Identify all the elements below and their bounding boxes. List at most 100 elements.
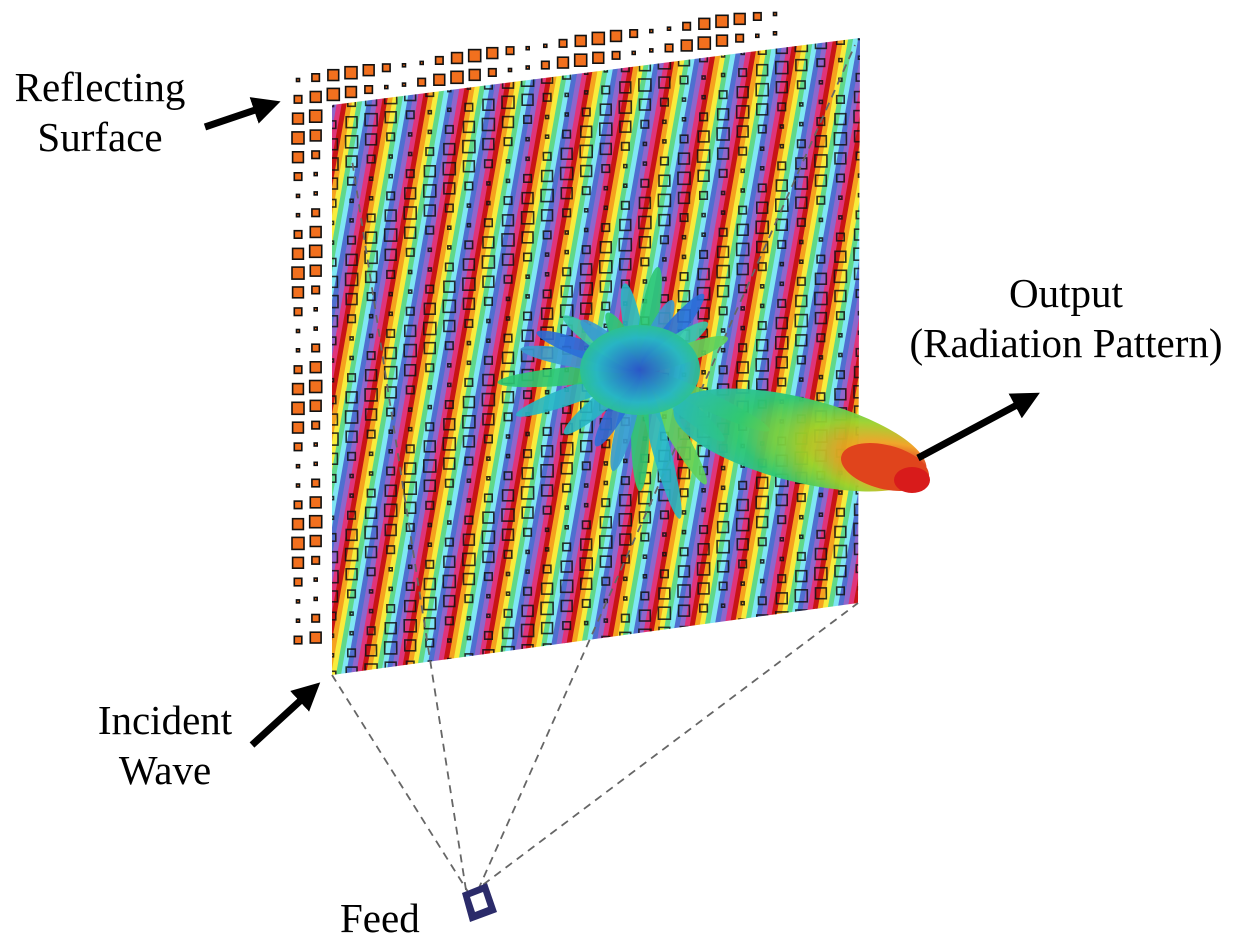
unit-cell xyxy=(857,585,860,591)
unit-cell xyxy=(679,625,689,635)
unit-cell xyxy=(313,442,319,447)
unit-cell xyxy=(501,528,515,541)
unit-cell xyxy=(622,183,628,188)
unit-cell xyxy=(522,527,533,537)
unit-cell xyxy=(364,270,378,284)
unit-cell xyxy=(720,465,726,471)
unit-cell xyxy=(349,198,354,204)
unit-cell xyxy=(345,528,358,542)
unit-cell xyxy=(417,77,427,87)
unit-cell xyxy=(701,212,706,218)
unit-cell xyxy=(603,618,609,623)
unit-cell xyxy=(754,33,760,39)
unit-cell xyxy=(450,51,464,65)
unit-cell xyxy=(573,53,588,68)
unit-cell xyxy=(798,121,804,127)
unit-cell xyxy=(332,275,339,289)
unit-cell xyxy=(291,382,305,396)
unit-cell xyxy=(501,489,515,502)
unit-cell xyxy=(662,257,667,262)
unit-cell xyxy=(291,266,305,280)
unit-cell xyxy=(332,157,339,171)
unit-cell xyxy=(579,125,593,138)
unit-cell xyxy=(383,84,389,90)
unit-cell xyxy=(464,240,474,250)
unit-cell xyxy=(332,294,339,309)
unit-cell xyxy=(579,577,593,591)
unit-cell xyxy=(403,481,418,496)
unit-cell xyxy=(544,527,550,533)
unit-cell xyxy=(427,267,433,272)
unit-cell xyxy=(679,213,689,223)
unit-cell xyxy=(332,473,337,484)
unit-cell xyxy=(718,306,728,316)
unit-cell xyxy=(503,608,513,618)
unit-cell xyxy=(681,234,687,240)
unit-cell xyxy=(855,210,860,220)
unit-cell xyxy=(345,155,358,168)
unit-cell xyxy=(736,538,749,551)
unit-cell xyxy=(313,171,319,177)
unit-cell xyxy=(716,147,730,160)
unit-cell xyxy=(521,506,534,519)
unit-cell xyxy=(364,133,378,146)
unit-cell xyxy=(422,321,437,336)
unit-cell xyxy=(540,582,554,595)
unit-cell xyxy=(816,195,826,205)
unit-cell xyxy=(560,285,573,298)
unit-cell xyxy=(443,182,456,195)
unit-cell xyxy=(482,413,495,426)
unit-cell xyxy=(619,533,632,546)
unit-cell xyxy=(759,283,765,289)
unit-cell xyxy=(779,536,785,542)
unit-cell xyxy=(521,191,534,205)
unit-cell xyxy=(638,78,652,92)
unit-cell xyxy=(522,114,533,124)
unit-cell xyxy=(855,564,860,574)
unit-cell xyxy=(425,363,435,373)
unit-cell xyxy=(346,589,357,599)
unit-cell xyxy=(795,609,808,622)
unit-cell xyxy=(735,517,750,532)
unit-cell xyxy=(720,328,726,333)
unit-cell xyxy=(462,139,476,154)
unit-cell xyxy=(609,29,623,43)
unit-cell xyxy=(738,146,748,156)
unit-cell xyxy=(835,370,846,380)
unit-cell xyxy=(332,177,339,190)
unit-cell xyxy=(562,620,572,631)
output-label-line2: (Radiation Pattern) xyxy=(909,320,1223,366)
unit-cell xyxy=(622,163,628,169)
unit-cell xyxy=(562,542,572,552)
unit-cell xyxy=(662,119,667,125)
unit-cell xyxy=(405,581,415,592)
unit-cell xyxy=(308,244,323,259)
unit-cell xyxy=(718,365,728,375)
unit-cell xyxy=(720,72,726,78)
unit-cell xyxy=(853,109,860,124)
unit-cell xyxy=(598,535,613,549)
unit-cell xyxy=(295,463,301,469)
unit-cell xyxy=(422,459,437,473)
unit-cell xyxy=(720,603,726,609)
unit-cell xyxy=(486,475,491,481)
unit-cell xyxy=(309,496,322,509)
unit-cell xyxy=(403,639,417,652)
unit-cell xyxy=(407,269,413,275)
unit-cell xyxy=(716,539,730,554)
unit-cell xyxy=(775,493,789,507)
unit-cell xyxy=(483,571,494,582)
unit-cell xyxy=(501,214,515,227)
unit-cell xyxy=(464,456,474,466)
unit-cell xyxy=(701,487,706,493)
unit-cell xyxy=(816,333,826,343)
unit-cell xyxy=(816,58,826,68)
unit-cell xyxy=(738,68,748,78)
unit-cell xyxy=(701,232,706,237)
unit-cell xyxy=(309,264,322,277)
unit-cell xyxy=(313,326,319,331)
unit-cell xyxy=(403,226,417,239)
unit-cell xyxy=(564,524,570,530)
unit-cell xyxy=(619,218,632,232)
unit-cell xyxy=(544,271,550,277)
